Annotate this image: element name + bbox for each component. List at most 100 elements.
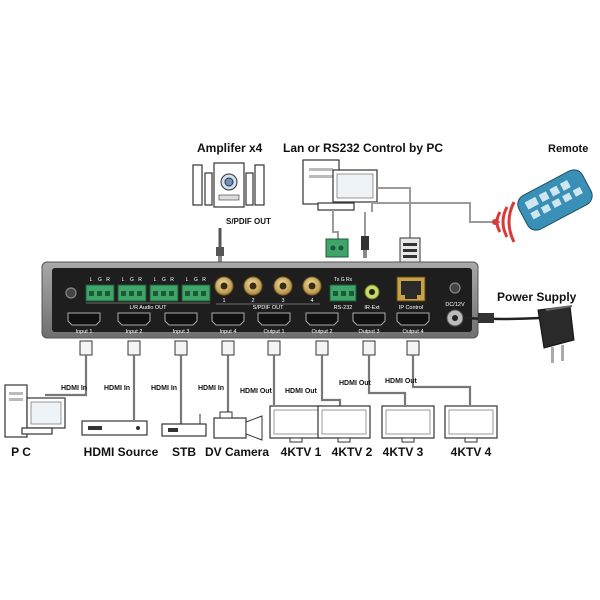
audio-out-1-terminal[interactable] — [85, 284, 115, 302]
spdif-port-3[interactable] — [273, 276, 293, 296]
channel-label: R — [170, 277, 174, 283]
hdmi-source-icon — [81, 420, 148, 436]
channel-label: G — [162, 277, 166, 283]
hdmi-output-3-port[interactable] — [352, 312, 386, 326]
channel-label: G — [98, 277, 102, 283]
channel-label: L — [186, 277, 189, 283]
spdif-port-1[interactable] — [214, 276, 234, 296]
hdmi-input-2-port[interactable] — [117, 312, 151, 326]
hdmi-output-4-port[interactable] — [396, 312, 430, 326]
spdif-cable — [216, 228, 224, 264]
remote-label: Remote — [548, 143, 588, 155]
cable-label: HDMI Out — [285, 388, 318, 395]
audio-channel-labels: L G R L G R L G R L G R — [90, 277, 207, 283]
lan-cable — [377, 187, 411, 240]
cable-label: HDMI In — [151, 385, 177, 392]
hdmi-cable-input-2 — [127, 340, 141, 420]
cable-label: HDMI Out — [385, 378, 418, 385]
ir-ext-port[interactable] — [364, 284, 380, 300]
hdmi-cable-input-1 — [45, 340, 93, 397]
audio-out-3-terminal[interactable] — [149, 284, 179, 302]
ip-control-port[interactable] — [396, 276, 426, 302]
hdmi-output-1-port[interactable] — [257, 312, 291, 326]
spdif-number: 2 — [251, 298, 254, 304]
hdmi-cable-output-4 — [406, 340, 472, 405]
power-adapter-icon — [478, 305, 575, 363]
pc-icon — [4, 384, 66, 438]
device-label: 4KTV 4 — [451, 445, 492, 459]
spdif-port-2[interactable] — [243, 276, 263, 296]
power-supply-label: Power Supply — [497, 290, 577, 304]
hdmi-input-1-port[interactable] — [67, 312, 101, 326]
spdif-number: 4 — [310, 298, 313, 304]
control-label: Lan or RS232 Control by PC — [283, 141, 443, 155]
device-label: STB — [172, 445, 196, 459]
dv-camera-icon — [213, 411, 263, 441]
audio-out-4-terminal[interactable] — [181, 284, 211, 302]
ir-extender-icon — [361, 236, 369, 258]
cable-label: HDMI Out — [240, 388, 273, 395]
remote-cable — [371, 202, 500, 223]
hdmi-port-label: Input 4 — [220, 329, 237, 335]
control-pc-icon — [302, 159, 378, 211]
spdif-out-top-label: S/PDIF OUT — [226, 217, 271, 226]
cable-label: HDMI In — [104, 385, 130, 392]
cable-label: HDMI Out — [339, 380, 372, 387]
spdif-out-panel-label: S/PDIF OUT — [253, 305, 285, 311]
hdmi-output-2-port[interactable] — [305, 312, 339, 326]
channel-label: L — [90, 277, 93, 283]
hdmi-port-label: Output 4 — [402, 329, 423, 335]
rs232-port[interactable] — [329, 284, 357, 302]
device-label: P C — [11, 445, 31, 459]
amplifier-label: Amplifer x4 — [197, 141, 263, 155]
device-label: HDMI Source — [84, 445, 159, 459]
device-label: DV Camera — [205, 445, 269, 459]
panel-screw-icon — [449, 282, 461, 294]
hdmi-input-3-port[interactable] — [164, 312, 198, 326]
hdmi-cable-input-3 — [174, 340, 188, 424]
channel-label: R — [106, 277, 110, 283]
device-label: 4KTV 2 — [332, 445, 373, 459]
tv-4-icon — [444, 405, 498, 443]
dc-label: DC/12V — [445, 302, 465, 308]
ir-ext-label: IR-Ext — [364, 305, 380, 311]
channel-label: R — [138, 277, 142, 283]
device-label: 4KTV 3 — [383, 445, 424, 459]
audio-out-label: L/R Audio OUT — [130, 305, 168, 311]
channel-label: L — [154, 277, 157, 283]
ground-screw-icon — [65, 287, 77, 299]
hdmi-cable-output-2 — [315, 340, 342, 406]
audio-terminal-block — [85, 284, 211, 302]
dc-power-port[interactable] — [446, 309, 464, 327]
spdif-number: 3 — [281, 298, 284, 304]
cable-label: HDMI In — [198, 385, 224, 392]
amplifier-icon — [192, 162, 265, 208]
cable-label: HDMI In — [61, 385, 87, 392]
rs232-cable — [332, 210, 339, 240]
spdif-number: 1 — [222, 298, 225, 304]
channel-label: G — [130, 277, 134, 283]
power-cable — [462, 316, 541, 321]
rs232-connector-icon — [325, 238, 349, 258]
hdmi-port-label: Output 3 — [358, 329, 379, 335]
channel-label: L — [122, 277, 125, 283]
hdmi-cable-output-3 — [362, 340, 407, 405]
ir-signal-icon — [492, 201, 516, 243]
tv-2-icon — [317, 405, 371, 443]
spdif-port-4[interactable] — [302, 276, 322, 296]
rs232-pin-labels: Tx G Rx — [334, 277, 353, 283]
tv-1-icon — [269, 405, 323, 443]
audio-out-2-terminal[interactable] — [117, 284, 147, 302]
hdmi-port-label: Output 2 — [311, 329, 332, 335]
ip-control-label: IP Control — [399, 305, 423, 311]
remote-icon[interactable] — [514, 166, 595, 233]
rs232-label: RS-232 — [334, 305, 353, 311]
device-label: 4KTV 1 — [281, 445, 322, 459]
hdmi-cable-output-1 — [267, 340, 281, 405]
channel-label: R — [202, 277, 206, 283]
hdmi-input-4-port[interactable] — [211, 312, 245, 326]
channel-label: G — [194, 277, 198, 283]
tv-3-icon — [381, 405, 435, 443]
hdmi-port-label: Output 1 — [263, 329, 284, 335]
